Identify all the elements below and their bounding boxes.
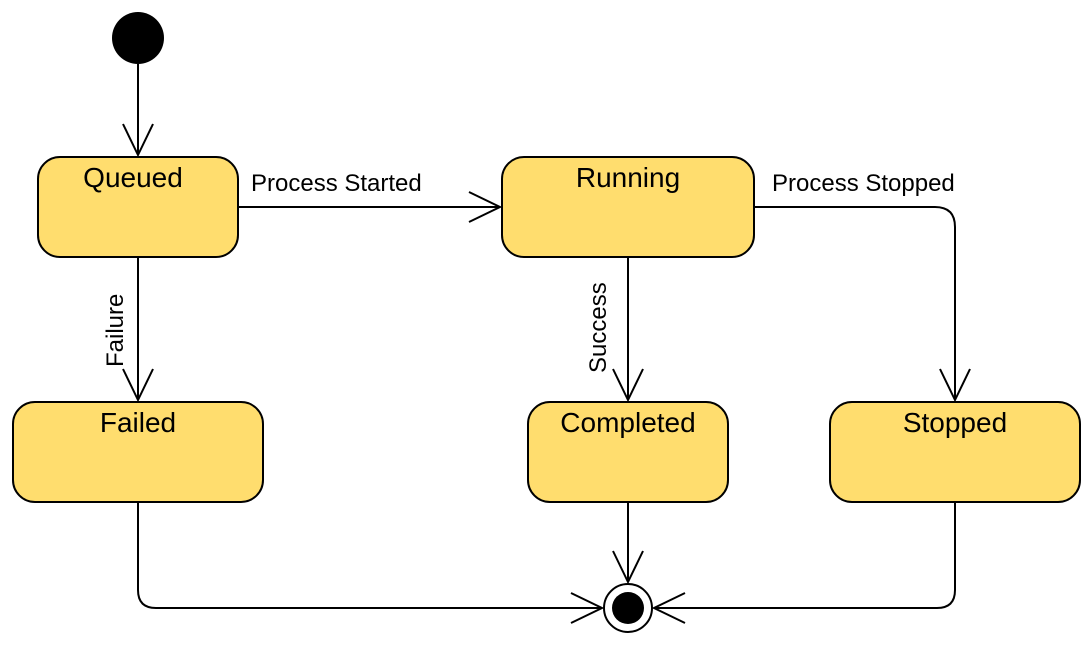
edge-queued-to-failed	[122, 257, 154, 403]
label-success: Success	[585, 282, 612, 373]
label-process-stopped: Process Stopped	[772, 170, 955, 197]
state-completed: Completed	[527, 401, 729, 503]
state-running: Running	[501, 156, 755, 258]
initial-state	[112, 12, 164, 64]
final-state	[603, 583, 653, 633]
edge-completed-to-final	[612, 502, 644, 585]
edge-running-to-stopped	[754, 206, 971, 403]
state-failed-label: Failed	[100, 407, 176, 438]
label-process-started: Process Started	[251, 170, 422, 197]
state-failed: Failed	[12, 401, 264, 503]
edge-running-to-completed	[612, 257, 644, 403]
state-queued: Queued	[37, 156, 239, 258]
state-queued-label: Queued	[83, 162, 183, 193]
edge-failed-to-final	[137, 502, 605, 624]
state-stopped-label: Stopped	[903, 407, 1007, 438]
edge-queued-to-running	[238, 191, 503, 223]
state-stopped: Stopped	[829, 401, 1081, 503]
state-running-label: Running	[576, 162, 680, 193]
edge-initial-to-queued	[122, 64, 154, 158]
state-completed-label: Completed	[560, 407, 695, 438]
edge-stopped-to-final	[651, 502, 956, 624]
label-failure: Failure	[102, 294, 129, 367]
